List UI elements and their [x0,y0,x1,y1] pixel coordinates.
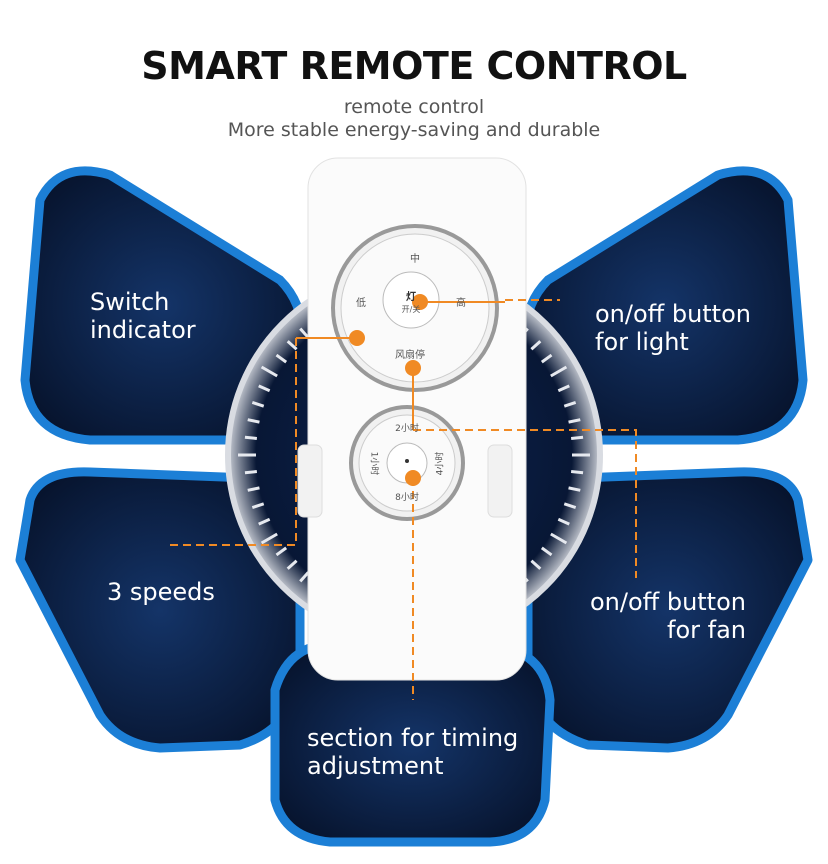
label-line: for fan [667,616,746,644]
speed-high-button[interactable]: 高 [456,298,466,309]
dial-tick [244,470,258,475]
timer-4h-button[interactable]: 4小时 [435,451,446,476]
clip-right [487,444,513,518]
dial-tick [247,486,260,492]
tagline: More stable energy-saving and durable [227,119,601,141]
dial-tick [260,365,278,378]
label-line: indicator [90,316,196,344]
dial-tick [286,559,298,570]
dial-tick [286,340,298,351]
subtitle: remote control [343,96,485,118]
label-line: adjustment [307,752,444,780]
indicator-dot-timer [405,470,421,486]
dial-tick [563,401,577,408]
dial-tick [570,470,584,475]
timer-8h-button[interactable]: 8小时 [395,493,419,503]
dial-tick [251,502,265,509]
fan-button-label: on/off button for fan [590,588,746,644]
label-line: for light [595,328,689,356]
dial-tick [540,546,553,557]
label-line: section for timing [307,724,519,752]
label-line: on/off button [595,300,751,328]
fan-stop-button[interactable]: 风扇停 [395,350,425,361]
timer-2h-button[interactable]: 2小时 [395,424,419,434]
switch-indicator-label: Switch indicator [90,288,196,344]
dial-tick [251,401,265,408]
dial-tick [540,353,553,364]
timing-label: section for timing adjustment [307,724,518,780]
clip-left [297,444,323,518]
dial-tick [244,435,258,440]
label-line: on/off button [590,588,746,616]
dial-tick [530,340,542,351]
dial-tick [568,486,581,492]
dial-tick [563,502,577,509]
dial-tick [275,546,288,557]
light-button[interactable]: 灯 [406,292,416,303]
indicator-dot-switch [349,330,365,346]
dial-tick [299,571,310,583]
timer-1h-button[interactable]: 1小时 [368,451,379,476]
dial-tick [530,559,542,570]
dial-tick [258,517,271,526]
dial-tick [275,353,288,364]
speed-low-button[interactable]: 低 [356,298,366,309]
speeds-label: 3 speeds [107,578,215,606]
dial-tick [557,384,570,393]
dial-tick [570,435,584,440]
dial-tick [568,418,581,424]
label-line: Switch [90,288,170,316]
light-button-sub: 开/关 [401,305,421,314]
indicator-dot-light [412,294,428,310]
dial-tick [557,517,570,526]
light-button-label: on/off button for light [595,300,751,356]
dial-tick [550,532,568,545]
dial-tick [258,384,271,393]
dial-tick [247,418,260,424]
dial-tick [550,365,568,378]
speed-mid-button[interactable]: 中 [410,254,420,265]
page-title: SMART REMOTE CONTROL [141,44,687,88]
indicator-dot-fan [405,360,421,376]
dial-tick [299,327,310,339]
dial-tick [260,532,278,545]
